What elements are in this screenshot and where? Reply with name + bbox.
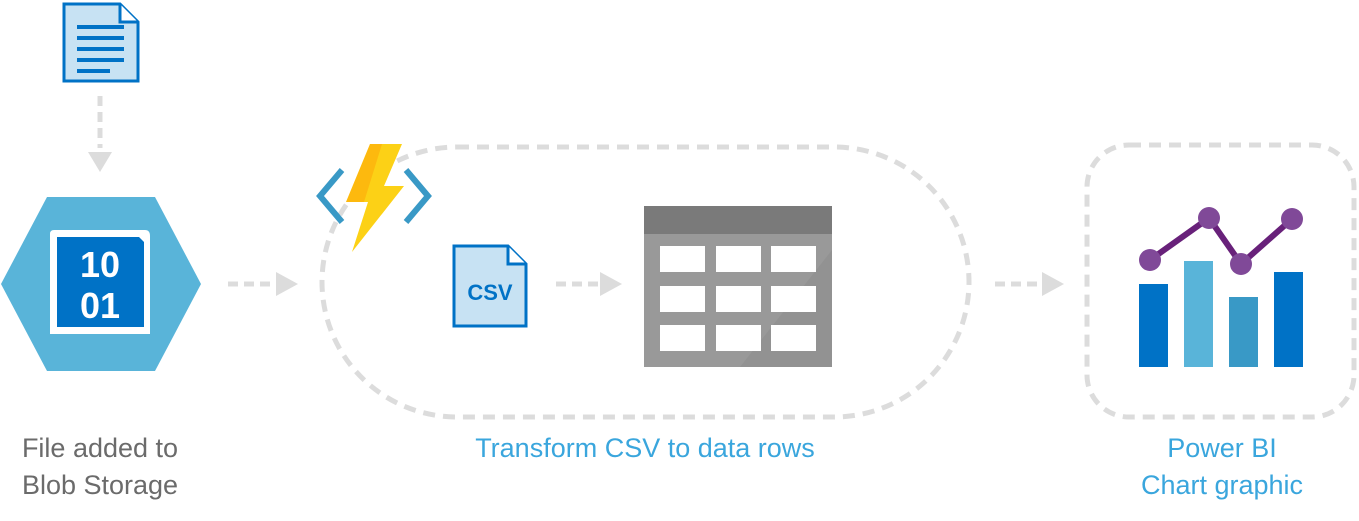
right-arrow-icon [228, 272, 298, 296]
csv-label: CSV [467, 280, 513, 305]
blob-storage-caption: File added to Blob Storage [0, 430, 200, 504]
transform-container [319, 144, 972, 420]
data-table-icon [644, 206, 832, 367]
blob-caption-line2: Blob Storage [21, 470, 179, 500]
transform-caption-line1: Transform CSV to data rows [475, 433, 815, 463]
powerbi-chart-icon [1139, 207, 1303, 367]
powerbi-container [1084, 142, 1357, 420]
document-icon [62, 2, 140, 83]
blob-badge-bottom: 01 [80, 285, 120, 326]
powerbi-caption: Power BI Chart graphic [1100, 430, 1344, 504]
blob-caption-line1: File added to [21, 433, 179, 463]
right-arrow-icon [995, 272, 1064, 296]
csv-file-icon: CSV [452, 244, 528, 328]
transform-caption: Transform CSV to data rows [420, 430, 870, 467]
down-arrow-icon [88, 96, 112, 172]
blob-storage-icon: 10 01 [1, 197, 201, 371]
right-arrow-icon [556, 272, 622, 296]
blob-badge-top: 10 [80, 244, 120, 285]
powerbi-caption-line1: Power BI [1167, 433, 1277, 463]
azure-functions-icon [316, 144, 432, 252]
powerbi-caption-line2: Chart graphic [1140, 470, 1304, 500]
